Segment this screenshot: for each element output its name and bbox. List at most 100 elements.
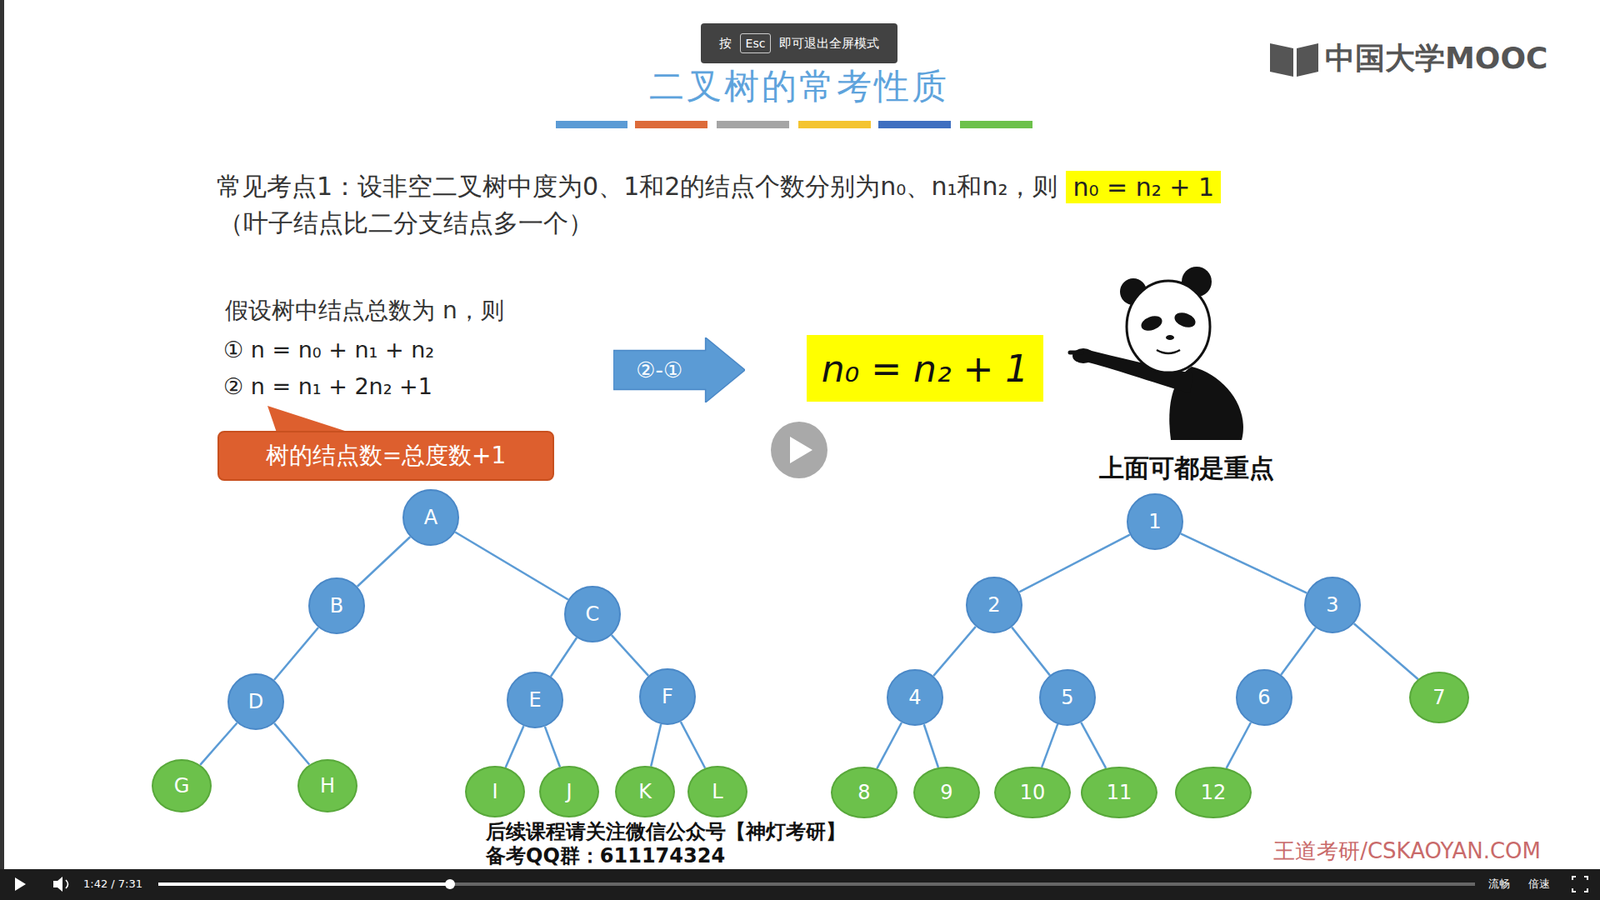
callout-pointer (267, 405, 350, 433)
volume-wave (65, 880, 69, 889)
branch-node: 1 (1126, 493, 1184, 550)
color-bar (798, 120, 871, 129)
color-bar (960, 120, 1033, 129)
tree-edge (1041, 724, 1058, 768)
branch-node: 3 (1304, 576, 1361, 634)
tree-edge (1354, 623, 1419, 680)
node-label: 1 (1148, 510, 1161, 534)
branch-node: F (639, 668, 696, 725)
node-text: n₀ = n₂ + 1 (821, 347, 1030, 390)
node-label: 8 (857, 780, 870, 805)
node-label: 4 (908, 685, 921, 710)
branch-node: A (402, 489, 460, 546)
tree-edge (357, 536, 410, 586)
equation: ② n = n₁ + 2n₂ +1 (223, 373, 433, 400)
tree-edge (1180, 533, 1307, 593)
color-bar (635, 120, 708, 129)
branch-node: 4 (886, 669, 944, 726)
node-label: 10 (1020, 780, 1046, 805)
progress-knob (445, 879, 455, 890)
watermark: 王道考研/CSKAOYAN.COM (1273, 838, 1541, 865)
tree-edge (1019, 535, 1130, 593)
node-label: 9 (940, 780, 953, 805)
promo-text: 备考QQ群：611174324 (485, 844, 725, 869)
node-label: E (528, 688, 541, 712)
node-label: 11 (1106, 780, 1133, 805)
node-text: 树的结点数=总度数+1 (265, 440, 507, 472)
assumption: 假设树中结点总数为 n，则 (225, 296, 505, 325)
progress-fill (158, 882, 450, 886)
promo-text: 后续课程请关注微信公众号【神灯考研】 (485, 820, 846, 845)
fullscreen-toast: 按 即可退出全屏模式 Esc (700, 23, 899, 64)
branch-node: E (506, 671, 564, 729)
node-label: 2 (987, 593, 1000, 617)
slide-title: 二叉树的常考性质 (649, 65, 950, 108)
node-label: K (638, 780, 652, 804)
node-text: ②-① (613, 357, 706, 383)
node-text: Esc (745, 36, 766, 50)
key-point: 常见考点1：设非空二叉树中度为0、1和2的结点个数分别为n₀、n₁和n₂，则 (216, 171, 1058, 202)
node-label: H (320, 774, 335, 798)
arrow-outline (613, 337, 745, 403)
logo-text: 中国大学MOOC (1325, 40, 1548, 76)
node-text: 即可退出全屏模式 (779, 35, 880, 52)
tree-edge (611, 635, 649, 676)
branch-node: C (564, 585, 621, 643)
color-bars (555, 120, 1033, 129)
tree-edge (924, 724, 939, 768)
tree-edge (200, 723, 237, 765)
leaf-node: L (687, 765, 748, 818)
leaf-node: 11 (1080, 766, 1158, 819)
volume-icon (53, 876, 63, 892)
mooc-logo-icon (1270, 43, 1319, 77)
tree-edge (650, 724, 661, 767)
callout-box: 树的结点数=总度数+1 (217, 430, 555, 481)
leaf-node: I (465, 765, 525, 818)
tree-edge (1226, 722, 1251, 769)
panda-head (1126, 280, 1210, 373)
node-label: 3 (1325, 593, 1339, 617)
highlight-formula: n₀ = n₂ + 1 (1065, 170, 1221, 204)
leaf-node: J (539, 765, 600, 818)
logo-page (1296, 43, 1319, 77)
control-label: 倍速 (1528, 877, 1550, 891)
leaf-node: 9 (913, 766, 980, 819)
node-label: 12 (1200, 780, 1227, 805)
color-bar (555, 120, 628, 129)
node-label: C (585, 602, 600, 626)
tree-edge (1011, 627, 1050, 676)
note: （叶子结点比二分支结点多一个） (218, 208, 594, 239)
node-label: 7 (1432, 685, 1445, 710)
panda-finger (1070, 350, 1082, 355)
control-label: 流畅 (1488, 877, 1510, 891)
play-overlay (770, 421, 828, 479)
branch-node: D (227, 673, 285, 730)
progress-track (158, 882, 1475, 886)
node-label: I (491, 780, 498, 804)
leaf-node: H (297, 759, 358, 813)
tree-edge (680, 721, 705, 769)
color-bar (878, 120, 951, 129)
control-bar-bg (0, 869, 1600, 900)
formula-box: n₀ = n₂ + 1 (806, 335, 1045, 402)
equation: ① n = n₀ + n₁ + n₂ (223, 336, 435, 364)
branch-node: B (308, 577, 365, 635)
node-label: L (711, 780, 723, 804)
leaf-node: 7 (1409, 671, 1470, 724)
tree-edge (933, 626, 976, 676)
color-bar (716, 120, 790, 129)
meme-caption: 上面可都是重点 (1099, 453, 1275, 484)
panda-nose (1165, 335, 1175, 340)
node-label: B (330, 594, 344, 618)
tree-edge (1280, 627, 1316, 675)
node-text: 按 (719, 35, 732, 52)
panda-eye (1172, 310, 1198, 330)
panda-meme (1070, 266, 1244, 440)
node-label: D (248, 690, 264, 714)
play-triangle (790, 436, 813, 464)
node-label: G (174, 774, 190, 798)
node-label: J (565, 780, 572, 804)
screen-edge (0, 0, 5, 870)
tree-edge (1080, 722, 1106, 769)
leaf-node: G (151, 759, 212, 813)
